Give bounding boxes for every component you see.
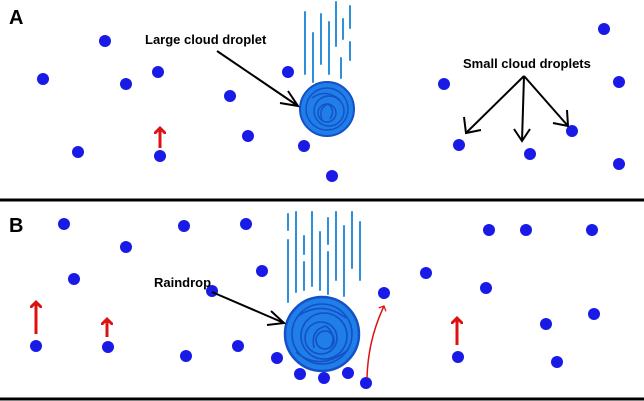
panel-a-fall-streaks [304,1,351,83]
cloud-droplet [180,350,192,362]
panel-b-small-droplets [30,218,600,368]
cloud-droplet [178,220,190,232]
cloud-droplet [152,66,164,78]
cloud-droplet [298,140,310,152]
cloud-droplet [58,218,70,230]
cloud-droplet [342,367,354,379]
cloud-droplet [480,282,492,294]
cloud-droplet [438,78,450,90]
cloud-droplet [37,73,49,85]
cloud-droplet [520,224,532,236]
panel-a-small-droplets [37,23,625,182]
cloud-droplet [120,241,132,253]
panel-b: B [9,211,600,389]
cloud-droplet [72,146,84,158]
cloud-droplet [613,76,625,88]
cloud-droplet [30,340,42,352]
cloud-droplet [586,224,598,236]
cloud-droplet [453,139,465,151]
cloud-droplet [420,267,432,279]
cloud-droplet [452,351,464,363]
raindrop-label: Raindrop [154,275,211,290]
cloud-droplet [613,158,625,170]
cloud-droplet [540,318,552,330]
cloud-droplet [551,356,563,368]
cloud-droplet [326,170,338,182]
cloud-droplet [294,368,306,380]
cloud-droplet [154,150,166,162]
cloud-droplet [483,224,495,236]
small-cloud-droplets-label: Small cloud droplets [463,56,591,71]
cloud-droplet [224,90,236,102]
panel-b-fall-streaks [287,211,361,303]
cloud-droplet [68,273,80,285]
large-cloud-droplet [299,81,355,137]
cloud-droplet [282,66,294,78]
cloud-droplet [378,287,390,299]
updraft-arrows [36,302,457,345]
panel-a: A [9,1,625,182]
panel-b-letter: B [9,215,23,237]
panel-a-letter: A [9,7,23,29]
cloud-droplet [524,148,536,160]
cloud-droplet [102,341,114,353]
raindrop-pointer-arrow [211,291,287,326]
raindrop [283,295,361,373]
cloud-droplet [256,265,268,277]
small-droplets-pointer-arrows [463,75,570,143]
coalescing-droplets [271,352,372,389]
cloud-droplet [232,340,244,352]
cloud-droplet [598,23,610,35]
cloud-droplet [242,130,254,142]
cloud-droplet [120,78,132,90]
cloud-droplet [240,218,252,230]
cloud-droplet [271,352,283,364]
cloud-droplet [99,35,111,47]
cloud-droplet [566,125,578,137]
cloud-droplet [318,372,330,384]
droplet-uplift-arrow [366,305,387,379]
cloud-droplet [588,308,600,320]
large-droplet-pointer-arrow [216,50,301,108]
large-cloud-droplet-label: Large cloud droplet [145,32,267,47]
cloud-droplet [360,377,372,389]
